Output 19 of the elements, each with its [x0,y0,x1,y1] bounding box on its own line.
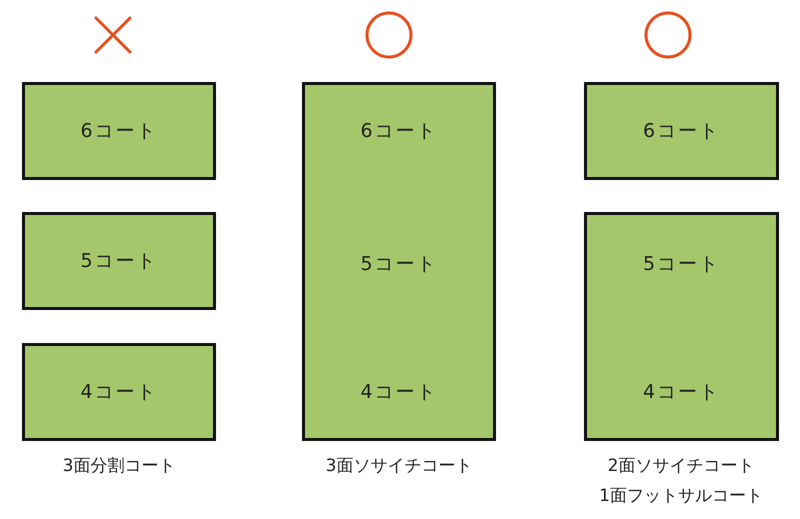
court-label: 4コート [79,380,159,404]
caption: 1面フットサルコート [598,485,764,507]
court-box [22,343,216,441]
caption: 2面ソサイチコート [606,455,756,477]
court-label: 6コート [359,119,439,143]
court-label: 5コート [359,252,439,276]
caption: 3面ソサイチコート [324,455,474,477]
court-box [584,82,779,180]
caption: 3面分割コート [62,455,176,477]
court-box [22,82,216,180]
court-box [302,82,496,441]
court-label: 6コート [642,119,722,143]
court-box [584,212,779,441]
court-label: 4コート [642,380,722,404]
court-label: 5コート [79,249,159,273]
court-label: 5コート [642,252,722,276]
court-label: 6コート [79,119,159,143]
court-label: 4コート [359,380,439,404]
court-box [22,212,216,310]
